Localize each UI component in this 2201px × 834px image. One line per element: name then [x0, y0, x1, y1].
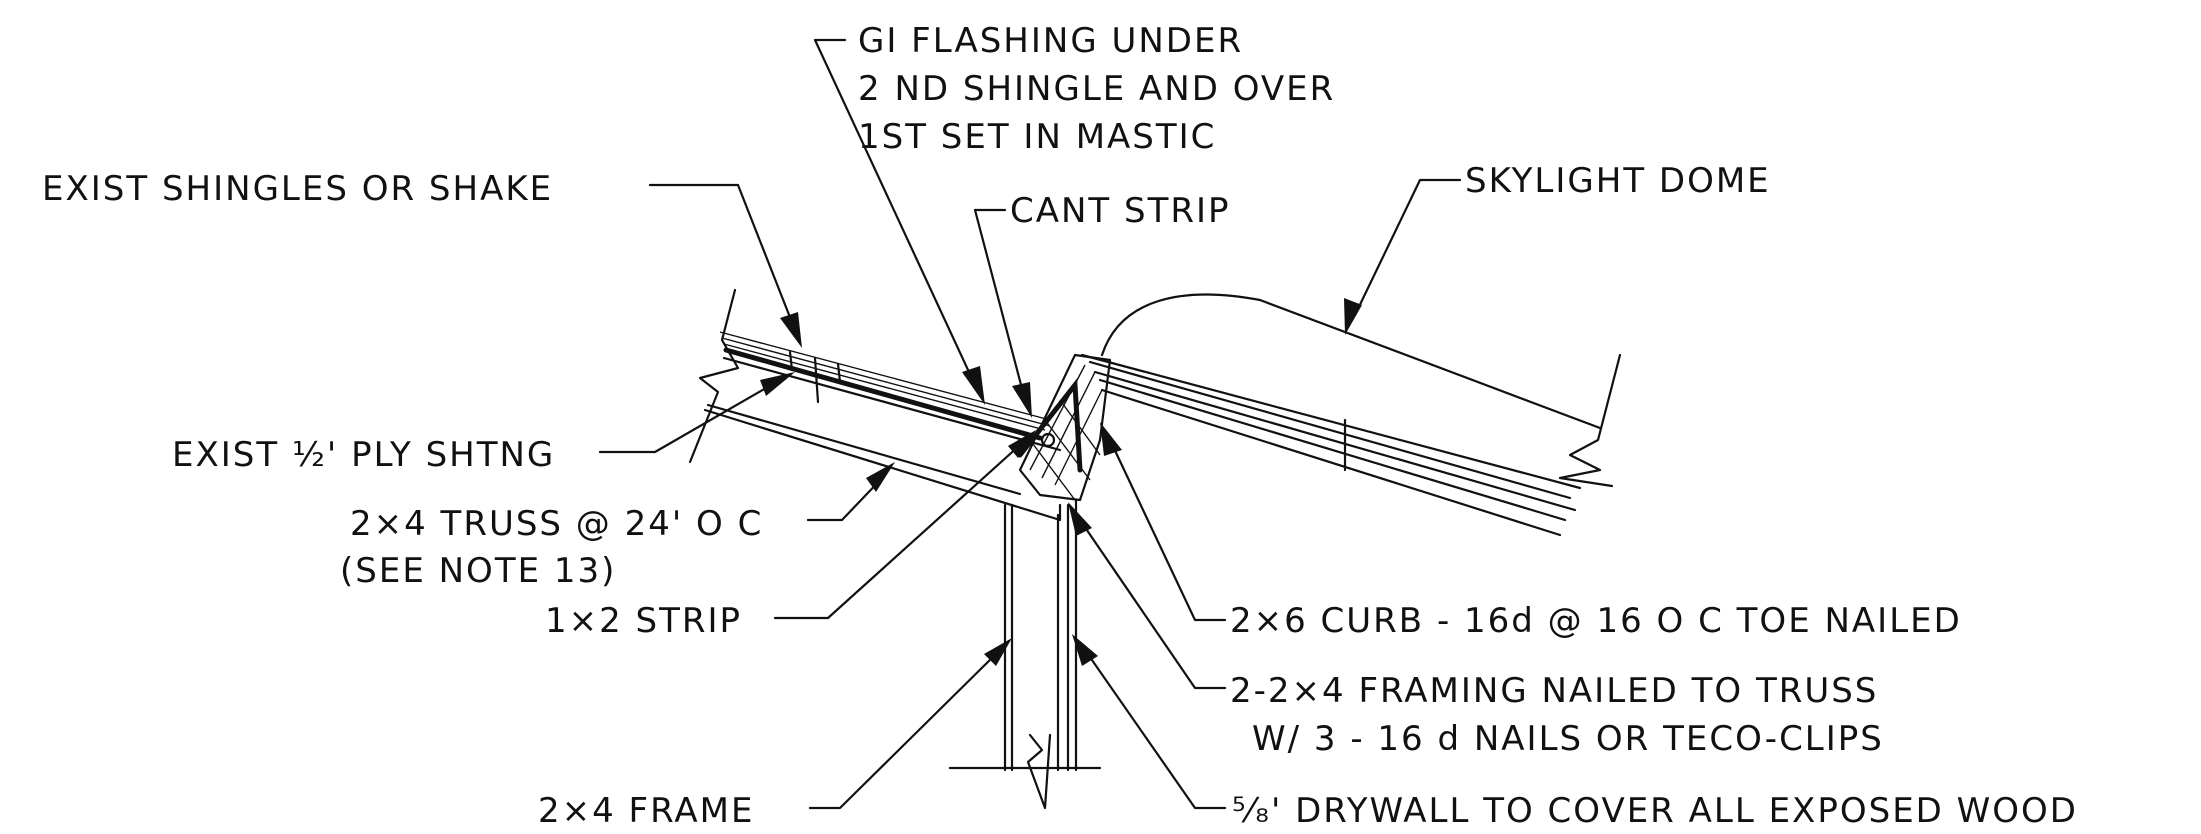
leader-lines [598, 38, 1462, 810]
arrow-cant-strip [1012, 382, 1032, 418]
wall-framing [948, 498, 1102, 810]
leader-truss [806, 473, 887, 522]
shingle-layer-2 [721, 337, 1051, 427]
dome-top-curve [1100, 293, 1602, 430]
label-framing-line2: W/ 3 - 16 d NAILS OR TECO-CLIPS [1252, 719, 1884, 759]
shingle-tab-3 [813, 356, 820, 404]
dome-edge-4 [1098, 378, 1567, 522]
label-gi-flashing-line1: GI FLASHING UNDER [858, 21, 1243, 61]
truss-chord [703, 408, 1062, 522]
leader-cant-strip [973, 208, 1027, 402]
label-drywall: ⁵⁄₈' DRYWALL TO COVER ALL EXPOSED WOOD [1232, 791, 2078, 831]
label-exist-ply: EXIST ½' PLY SHTNG [172, 435, 555, 475]
shingle-layer-3 [723, 343, 1046, 431]
nail-mark [1040, 432, 1056, 448]
label-gi-flashing-line2: 2 ND SHINGLE AND OVER [858, 69, 1335, 109]
leader-gi-flashing [813, 38, 977, 387]
skylight-dome [1080, 293, 1622, 537]
arrow-framing [1068, 502, 1092, 536]
leader-drywall [1083, 648, 1227, 810]
leader-skylight-dome [1353, 178, 1462, 317]
shingle-heavy [723, 347, 1043, 441]
roof-section [688, 288, 1062, 522]
dome-edge-5 [1100, 388, 1562, 537]
label-curb: 2×6 CURB - 16d @ 16 O C TOE NAILED [1230, 601, 1962, 641]
arrow-skylight-dome [1344, 298, 1362, 335]
curb-assembly [1017, 353, 1112, 502]
arrow-1x2-strip [1008, 430, 1036, 458]
label-gi-flashing-line3: 1ST SET IN MASTIC [858, 117, 1216, 157]
left-break-line [688, 288, 740, 464]
arrow-truss [866, 462, 895, 492]
leader-curb [1108, 438, 1227, 622]
label-exist-shingles: EXIST SHINGLES OR SHAKE [42, 169, 553, 209]
leader-exist-shingles [648, 183, 797, 332]
sheathing-bottom [706, 403, 1022, 496]
leader-framing [1078, 518, 1227, 690]
leader-frame-2x4 [808, 648, 1002, 810]
arrow-gi-flashing [962, 366, 985, 405]
curb-cross-1 [1029, 439, 1076, 501]
curb-hatch-2 [1041, 371, 1096, 479]
label-truss-line2: (SEE NOTE 13) [340, 551, 616, 591]
leader-exist-ply [598, 378, 782, 454]
dome-edge-3 [1093, 370, 1577, 512]
sheathing-line [722, 356, 1062, 452]
arrow-drywall [1072, 634, 1098, 666]
dome-edge-1 [1080, 353, 1582, 490]
label-truss-line1: 2×4 TRUSS @ 24' O C [350, 504, 763, 544]
shingle-tab-2 [836, 362, 842, 384]
arrow-exist-shingles [780, 312, 802, 348]
arrow-frame-2x4 [984, 638, 1012, 666]
label-1x2-strip: 1×2 STRIP [545, 601, 742, 641]
leader-1x2-strip [773, 443, 1022, 620]
curb-outline [1018, 353, 1112, 502]
label-frame-2x4: 2×4 FRAME [538, 791, 754, 831]
arrow-curb [1100, 422, 1122, 456]
shingle-layer-top [719, 331, 1051, 421]
arrow-exist-ply [760, 372, 795, 396]
dome-edge-2 [1088, 360, 1572, 500]
cant-strip-shape [1017, 378, 1083, 473]
annotation-labels: GI FLASHING UNDER 2 ND SHINGLE AND OVER … [42, 21, 2078, 831]
label-skylight-dome: SKYLIGHT DOME [1465, 161, 1771, 201]
shingle-tab-1 [788, 350, 794, 372]
label-framing-line1: 2-2×4 FRAMING NAILED TO TRUSS [1230, 671, 1878, 711]
dome-right-break [1558, 353, 1622, 488]
label-cant-strip: CANT STRIP [1010, 191, 1231, 231]
wall-break [1026, 733, 1052, 810]
